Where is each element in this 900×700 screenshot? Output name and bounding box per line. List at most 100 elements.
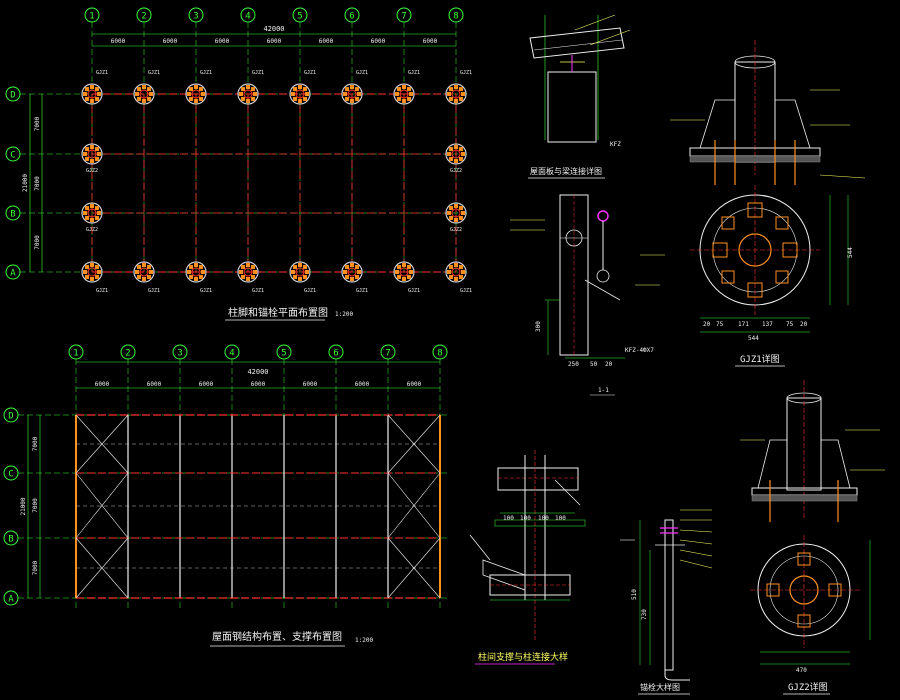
- plan-footing-bolt: [85, 274, 90, 279]
- plan-footing-core: [243, 89, 253, 99]
- brace-connection-detail: [469, 450, 586, 640]
- plan-footing-bolt: [449, 215, 454, 220]
- plan-col-label: GJZ1: [200, 70, 212, 76]
- plan-col-label: GJZ1: [408, 70, 420, 76]
- plan-col-label: GJZ1: [356, 70, 368, 76]
- gjz1-dim-4: 75: [786, 321, 794, 328]
- brace-title: 柱间支撑与柱连接大样: [478, 651, 568, 663]
- plan-col-label: GJZ1: [252, 288, 264, 294]
- plan-axis-y-label: D: [10, 91, 15, 101]
- roof-axis-y-label: A: [8, 595, 14, 605]
- plan-footing-bolt: [85, 96, 90, 101]
- plan-footing-plate: [341, 261, 363, 283]
- plan-footing-bolt: [83, 152, 87, 156]
- plan-footing-bolt: [298, 277, 302, 281]
- plan-footing-bolt: [194, 277, 198, 281]
- plan-footing-bolt: [357, 270, 361, 274]
- plan-footing-plate: [185, 261, 207, 283]
- plan-footing-core: [399, 89, 409, 99]
- plan-footing-bolt: [94, 274, 99, 279]
- plan-footing-core: [87, 267, 97, 277]
- plan-side-dim: 7000: [34, 176, 41, 191]
- plan-footing-bolt: [83, 211, 87, 215]
- plan-footing-bolt: [83, 270, 87, 274]
- plan-footing-bolt: [302, 87, 307, 92]
- plan-footing-core: [451, 267, 461, 277]
- plan-footing-bolt: [83, 92, 87, 96]
- plan-footing-bolt: [85, 265, 90, 270]
- roof-axis-x-label: 7: [385, 349, 390, 359]
- plan-footing-bolt: [305, 270, 309, 274]
- roof-axis-x-label: 3: [177, 349, 182, 359]
- plan-footing-bolt: [461, 152, 465, 156]
- plan-footing-bolt: [397, 265, 402, 270]
- plan-footing-bolt: [458, 206, 463, 211]
- plan-footing-plate: [445, 83, 467, 105]
- plan-footing-plate: [185, 83, 207, 105]
- plan-footing-core: [243, 267, 253, 277]
- plan-footing-bolt: [458, 96, 463, 101]
- plan-footing-bolt: [449, 147, 454, 152]
- detail-top-title: 屋面板与梁连接详图: [530, 166, 602, 176]
- roof-axis-x-label: 4: [229, 349, 234, 359]
- gjz2-title: GJZ2详图: [788, 681, 828, 693]
- gjz2-overall: 470: [796, 667, 807, 674]
- plan-axis-y-label: C: [10, 151, 15, 161]
- plan-footing-plate: [289, 83, 311, 105]
- plan-footing-bolt: [90, 159, 94, 163]
- plan-footing-bolt: [305, 92, 309, 96]
- plan-footing-core: [451, 149, 461, 159]
- plan-footing-bolt: [291, 92, 295, 96]
- plan-footing-bolt: [454, 204, 458, 208]
- plan-footing-bolt: [402, 263, 406, 267]
- plan-footing-bolt: [94, 215, 99, 220]
- plan-footing-core: [139, 267, 149, 277]
- plan-footing-bolt: [458, 87, 463, 92]
- plan-footing-bolt: [97, 211, 101, 215]
- plan-footing-bolt: [354, 87, 359, 92]
- plan-footing-bolt: [447, 92, 451, 96]
- plan-footing-bolt: [149, 270, 153, 274]
- dim-50: 50: [590, 361, 598, 368]
- plan-footing-plate: [81, 83, 103, 105]
- plan-footing-core: [87, 89, 97, 99]
- gjz1-dim-5: 20: [800, 321, 808, 328]
- plan-footing-bolt: [97, 92, 101, 96]
- plan-col-label: GJZ1: [460, 288, 472, 294]
- plan-footing-bolt: [137, 87, 142, 92]
- roof-axis-x-label: 1: [73, 349, 78, 359]
- plan-footing-plate: [81, 261, 103, 283]
- plan-footing-bolt: [345, 96, 350, 101]
- plan-footing-bolt: [85, 215, 90, 220]
- plan-footing-bolt: [146, 274, 151, 279]
- roof-axis-x-label: 6: [333, 349, 338, 359]
- plan-footing-bolt: [406, 274, 411, 279]
- plan-footing-core: [451, 89, 461, 99]
- kf-label: KFZ: [610, 141, 621, 148]
- plan-side-total: 21000: [22, 174, 29, 192]
- plan-footing-bolt: [189, 87, 194, 92]
- plan-footing-bolt: [135, 92, 139, 96]
- gjz2-detail: [740, 380, 885, 665]
- plan-col-label: GJZ1: [148, 288, 160, 294]
- plan-footing-bolt: [447, 152, 451, 156]
- plan-col-label: GJZ1: [148, 70, 160, 76]
- plan-footing-bolt: [350, 99, 354, 103]
- plan-footing-core: [87, 208, 97, 218]
- plan-footing-bolt: [458, 147, 463, 152]
- plan-footing-plate: [445, 202, 467, 224]
- plan-title: 柱脚和锚栓平面布置图: [228, 306, 328, 319]
- plan-col-label: GJZ1: [304, 288, 316, 294]
- section-mark: 1-1: [598, 387, 609, 394]
- plan-footing-bolt: [137, 265, 142, 270]
- plan-axis-y-label: A: [10, 269, 16, 279]
- roof-bay-dim: 6000: [251, 381, 266, 388]
- plan-side-dim: 7000: [34, 235, 41, 250]
- roof-side-dim: 7000: [32, 498, 39, 513]
- plan-footing-bolt: [343, 270, 347, 274]
- plan-footing-bolt: [357, 92, 361, 96]
- roof-title: 屋面钢结构布置、支撑布置图: [212, 630, 342, 643]
- plan-side-dim: 7000: [34, 116, 41, 131]
- plan-bay-dim: 6000: [319, 38, 334, 45]
- brace-dim-a1: 100: [520, 515, 531, 522]
